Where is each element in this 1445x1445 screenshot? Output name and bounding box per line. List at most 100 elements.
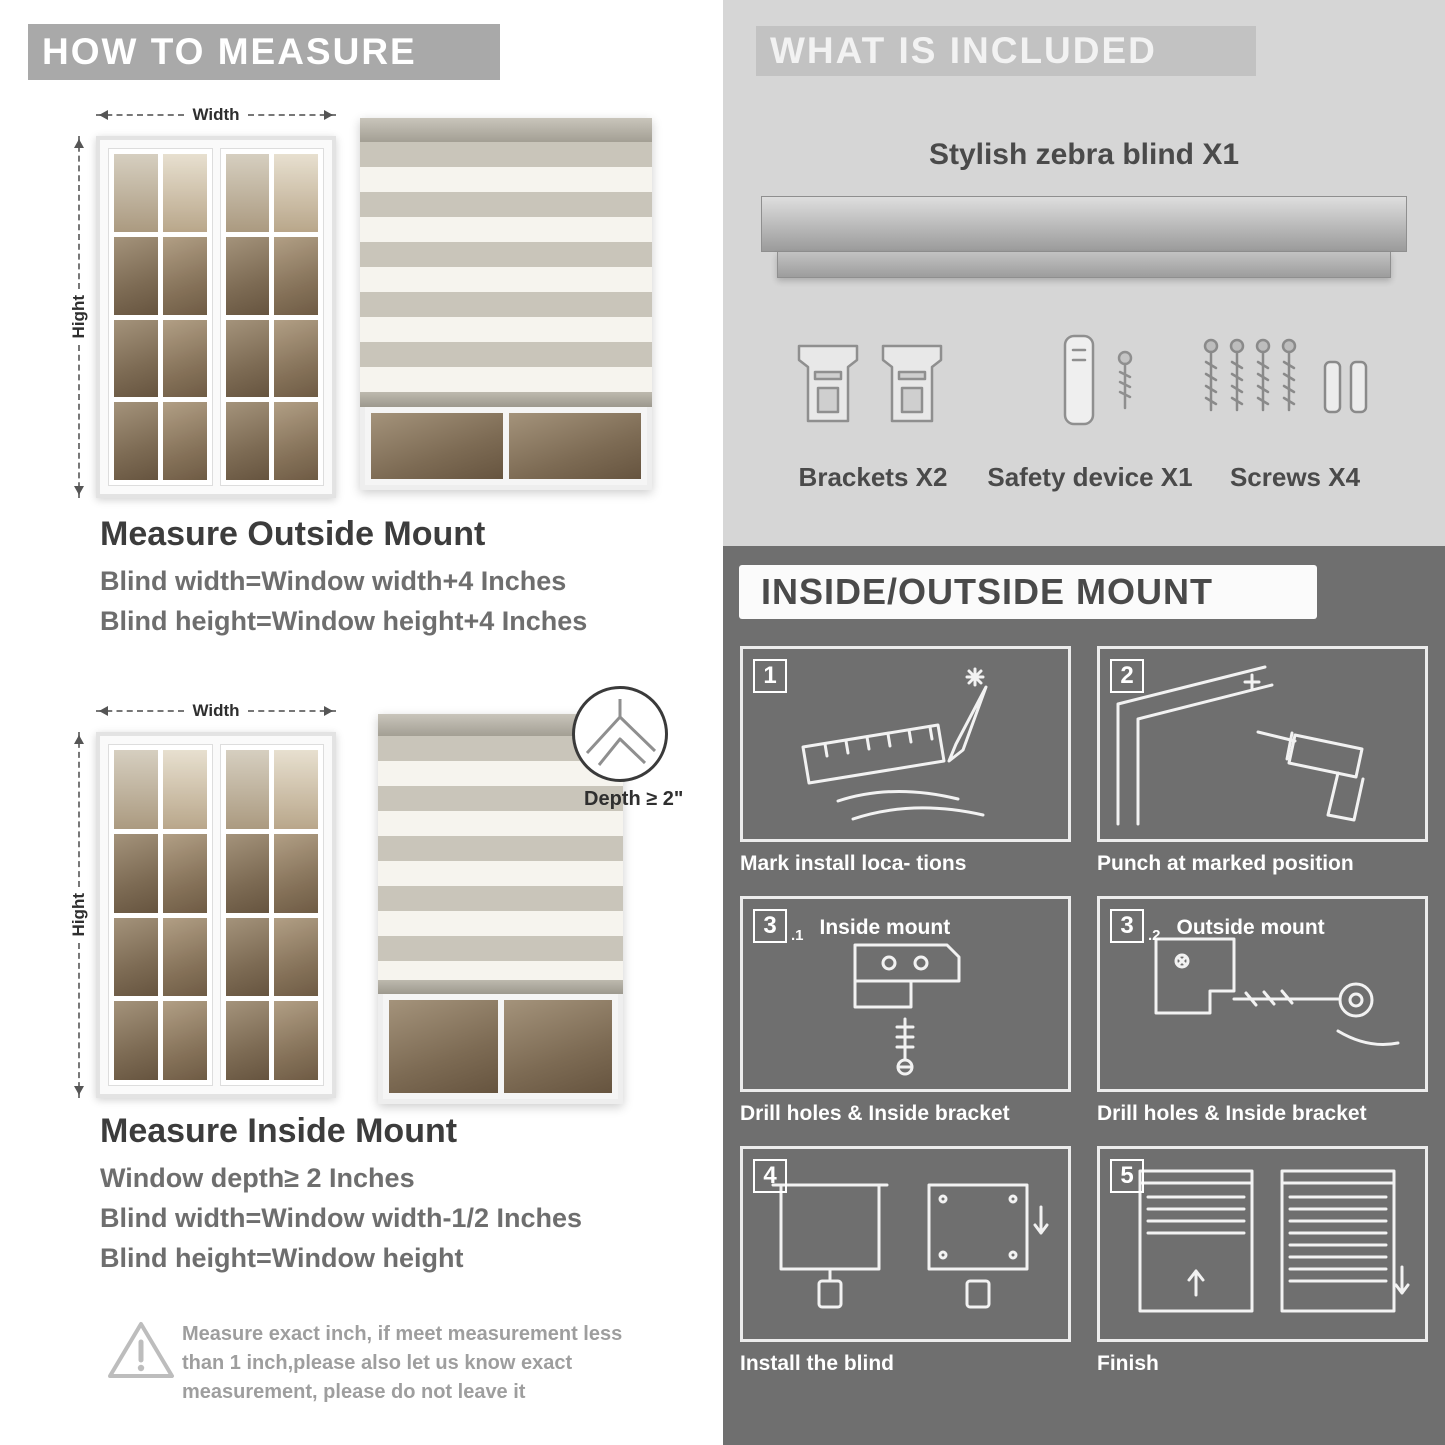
depth-callout-circle — [572, 686, 668, 782]
step-5-box: 5 — [1097, 1146, 1428, 1342]
depth-callout-label: Depth ≥ 2" — [584, 788, 684, 810]
step-3-1: 3 .1 Inside mount Drill h — [740, 896, 1071, 1132]
outside-formula-width: Blind width=Window width+4 Inches — [100, 566, 567, 596]
step-1-caption: Mark install loca- tions — [740, 852, 967, 875]
width-arrow-line — [96, 110, 185, 120]
inside-outside-mount-panel: INSIDE/OUTSIDE MOUNT 1 — [723, 546, 1445, 1445]
step-4-caption: Install the blind — [740, 1352, 895, 1375]
window-illustration-outside — [96, 136, 336, 498]
step-3-1-caption: Drill holes & Inside bracket — [740, 1102, 1010, 1125]
height-label: Hight — [69, 295, 88, 339]
step-5: 5 Fi — [1097, 1146, 1428, 1382]
blind-bottom-rail — [378, 980, 623, 994]
zebra-blind-illustration-outside — [360, 118, 652, 490]
step-2-caption: Punch at marked position — [1097, 852, 1354, 875]
width-label: Width — [192, 105, 240, 124]
install-blind-illustration — [771, 1183, 1049, 1309]
brackets-icon — [797, 344, 943, 423]
step-2-badge: 2 — [1110, 659, 1144, 693]
finished-blinds-illustration — [1138, 1169, 1410, 1313]
blind-cassette — [378, 714, 623, 736]
blind-stripes — [378, 736, 623, 980]
inside-bracket-screw-illustration — [853, 943, 961, 1076]
width-arrow-line — [96, 706, 185, 716]
height-label: Hight — [69, 893, 88, 937]
height-arrow-line — [74, 344, 84, 498]
step-number: 1 — [753, 659, 787, 693]
step-2-box: 2 — [1097, 646, 1428, 842]
step-number: 3 — [753, 909, 787, 943]
step-3-2-caption: Drill holes & Inside bracket — [1097, 1102, 1367, 1125]
drill-punch-illustration — [1116, 665, 1365, 826]
height-arrow-line — [74, 136, 84, 290]
step-4-box: 4 — [740, 1146, 1071, 1342]
outside-bracket-drill-illustration — [1154, 937, 1400, 1046]
warning-line: Measure exact inch, if meet measurement … — [182, 1323, 623, 1345]
headrail-top-bar — [761, 196, 1407, 252]
height-arrow: Hight — [68, 136, 90, 498]
inside-outside-mount-header: INSIDE/OUTSIDE MOUNT — [739, 565, 1317, 619]
inside-formula-height: Blind height=Window height — [100, 1243, 464, 1273]
product-label: Stylish zebra blind X1 — [928, 138, 1240, 171]
warning-line: than 1 inch,please also let us know exac… — [182, 1352, 573, 1374]
width-arrow-line — [247, 110, 336, 120]
width-arrow-line — [247, 706, 336, 716]
step-mount-type-label: Inside mount — [819, 916, 951, 939]
step-number: 2 — [1110, 659, 1144, 693]
headrail-valance-bar — [777, 252, 1391, 278]
window-below-blind — [360, 407, 652, 490]
step-4: 4 In — [740, 1146, 1071, 1382]
safety-device-label: Safety device X1 — [987, 462, 1193, 492]
step-sub-number: .1 — [791, 927, 804, 944]
step-mount-type-label: Outside mount — [1176, 916, 1325, 939]
blind-cassette — [360, 118, 652, 142]
installation-steps-grid: 1 Mark install loca- tions — [740, 646, 1428, 1382]
step-3-2: 3 .2 Outside mount — [1097, 896, 1428, 1132]
step-3-2-badge: 3 .2 Outside mount — [1110, 909, 1325, 944]
warning-text: Measure exact inch, if meet measurement … — [182, 1320, 622, 1407]
mark-location-illustration — [801, 667, 988, 821]
step-1-badge: 1 — [753, 659, 787, 693]
warning-triangle-icon — [108, 1322, 174, 1378]
step-4-badge: 4 — [753, 1159, 787, 1193]
step-sub-number: .2 — [1148, 927, 1161, 944]
width-arrow: Width — [96, 102, 336, 128]
window-sash — [219, 744, 324, 1086]
window-sash — [108, 744, 213, 1086]
step-1-box: 1 — [740, 646, 1071, 842]
window-below-blind — [378, 994, 623, 1104]
step-number: 4 — [753, 1159, 787, 1193]
warning-line: measurement, please do not leave it — [182, 1381, 526, 1403]
width-arrow: Width — [96, 698, 336, 724]
window-sash — [108, 148, 213, 486]
step-5-badge: 5 — [1110, 1159, 1144, 1193]
outside-mount-window-figure: Width Hight — [68, 102, 336, 502]
step-1: 1 Mark install loca- tions — [740, 646, 1071, 882]
zebra-blind-illustration-inside — [378, 714, 623, 1104]
step-3-2-box: 3 .2 Outside mount — [1097, 896, 1428, 1092]
window-illustration-inside — [96, 732, 336, 1098]
step-3-1-box: 3 .1 Inside mount — [740, 896, 1071, 1092]
inside-formula-depth: Window depth≥ 2 Inches — [100, 1163, 415, 1193]
headrail-illustration — [761, 196, 1407, 278]
brackets-label: Brackets X2 — [798, 462, 948, 492]
step-3-1-badge: 3 .1 Inside mount — [753, 909, 950, 944]
step-2: 2 Punch at marked position — [1097, 646, 1428, 882]
blind-stripes — [360, 142, 652, 392]
how-to-measure-header: HOW TO MEASURE — [28, 24, 500, 80]
width-label: Width — [192, 701, 240, 720]
inside-formula-width: Blind width=Window width-1/2 Inches — [100, 1203, 583, 1233]
inside-mount-window-figure: Width Hight — [68, 698, 336, 1104]
step-number: 5 — [1110, 1159, 1144, 1193]
height-arrow-line — [74, 942, 84, 1098]
height-arrow-line — [74, 732, 84, 888]
window-corner-detail-icon — [585, 699, 657, 766]
window-sash — [219, 148, 324, 486]
outside-formula-height: Blind height=Window height+4 Inches — [100, 606, 588, 636]
what-is-included-panel: WHAT IS INCLUDED Stylish zebra blind X1 — [723, 0, 1445, 546]
what-is-included-header: WHAT IS INCLUDED — [756, 26, 1256, 76]
measure-inside-title: Measure Inside Mount — [100, 1112, 458, 1150]
screws-label: Screws X4 — [1229, 462, 1361, 492]
height-arrow: Hight — [68, 732, 90, 1098]
